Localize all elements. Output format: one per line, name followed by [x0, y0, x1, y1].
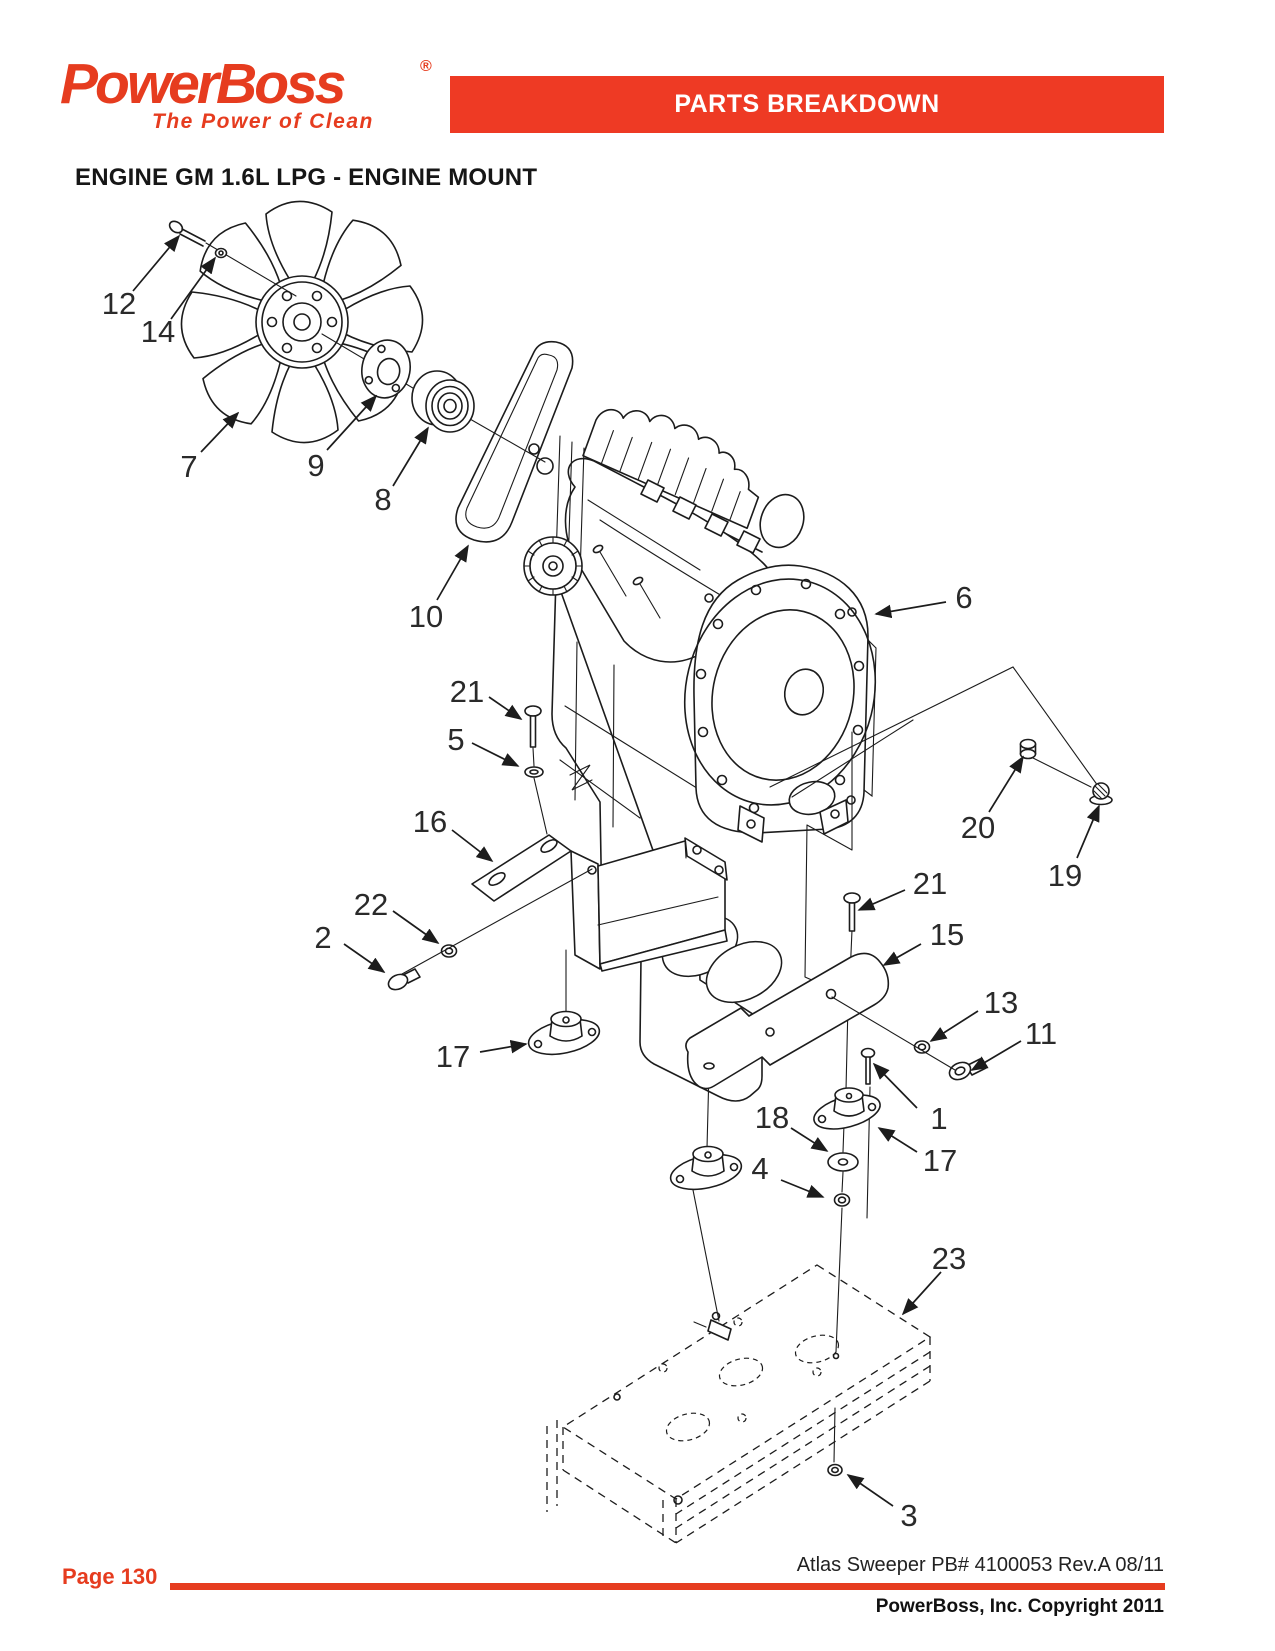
- callout-11: 11: [1025, 1016, 1057, 1051]
- rubber-mount-17b: [813, 1087, 881, 1130]
- callout-18: 18: [755, 1100, 789, 1135]
- parts-breakdown-banner: PARTS BREAKDOWN: [450, 76, 1164, 133]
- callout-3: 3: [900, 1498, 917, 1533]
- callout-9: 9: [307, 448, 324, 483]
- callout-7: 7: [180, 449, 197, 484]
- bolt-1: [860, 1047, 876, 1085]
- callout-23: 23: [932, 1241, 966, 1276]
- engine-mount-bracket-16: [471, 834, 728, 972]
- callout-15: 15: [930, 917, 964, 952]
- callout-16: 16: [413, 804, 447, 839]
- footer-copyright: PowerBoss, Inc. Copyright 2011: [875, 1596, 1164, 1617]
- callout-labels: 12 14 7 9 8 10 6 21 5 16 22 2 17 20 19 2…: [102, 286, 1082, 1533]
- crank-pulley: [523, 536, 583, 596]
- bolt-2: [387, 968, 421, 991]
- logo-tagline: The Power of Clean: [152, 110, 374, 133]
- footer-document-reference: Atlas Sweeper PB# 4100053 Rev.A 08/11: [796, 1554, 1164, 1576]
- washer-5: [524, 766, 544, 778]
- bolt-21b: [843, 892, 861, 932]
- pulley-8: [411, 370, 475, 433]
- nut-20: [1019, 738, 1037, 760]
- fan-bolt-12: [168, 220, 206, 247]
- callout-17b: 17: [923, 1143, 957, 1178]
- callout-13: 13: [984, 985, 1018, 1020]
- fan-spacer-9: [361, 339, 411, 399]
- nut-19: [1089, 782, 1113, 806]
- callout-21a: 21: [450, 674, 484, 709]
- phantom-lines: [569, 641, 1099, 986]
- registered-mark: ®: [420, 58, 432, 75]
- nut-13: [913, 1040, 931, 1054]
- callout-19: 19: [1048, 858, 1082, 893]
- cooling-fan: [180, 200, 424, 444]
- bolt-11: [948, 1058, 987, 1081]
- nut-22: [440, 944, 458, 958]
- fan-nut-14: [214, 247, 228, 259]
- callout-22: 22: [354, 887, 388, 922]
- powerboss-logo: PowerBoss: [60, 52, 346, 116]
- footer-divider: [170, 1583, 1165, 1590]
- flywheel-housing: [683, 564, 877, 843]
- callout-5: 5: [447, 722, 464, 757]
- callout-10: 10: [409, 599, 443, 634]
- footer-page-number: Page 130: [62, 1564, 158, 1589]
- nut-4: [833, 1193, 851, 1207]
- bolt-21a: [524, 705, 542, 748]
- callout-6: 6: [955, 580, 972, 615]
- callout-14: 14: [141, 314, 175, 349]
- callout-21b: 21: [913, 866, 947, 901]
- callout-4: 4: [751, 1151, 768, 1186]
- valve-cover: [582, 408, 760, 530]
- base-plate-23: [546, 1264, 932, 1544]
- callout-2: 2: [314, 920, 331, 955]
- callout-arrows: [132, 234, 1100, 1507]
- callout-20: 20: [961, 810, 995, 845]
- rubber-mount-17a: [527, 1010, 601, 1056]
- rubber-mount-17-left: [669, 1145, 743, 1191]
- callout-17a: 17: [436, 1039, 470, 1074]
- callout-1: 1: [930, 1101, 947, 1136]
- drive-belt-10: [455, 340, 574, 543]
- over-axis-lines: [401, 868, 956, 1071]
- callout-12: 12: [102, 286, 136, 321]
- page-title: ENGINE GM 1.6L LPG - ENGINE MOUNT: [75, 164, 538, 191]
- engine-mount-plate-15: [685, 952, 890, 1090]
- nut-3: [827, 1463, 843, 1477]
- washer-18: [827, 1152, 859, 1172]
- callout-8: 8: [374, 482, 391, 517]
